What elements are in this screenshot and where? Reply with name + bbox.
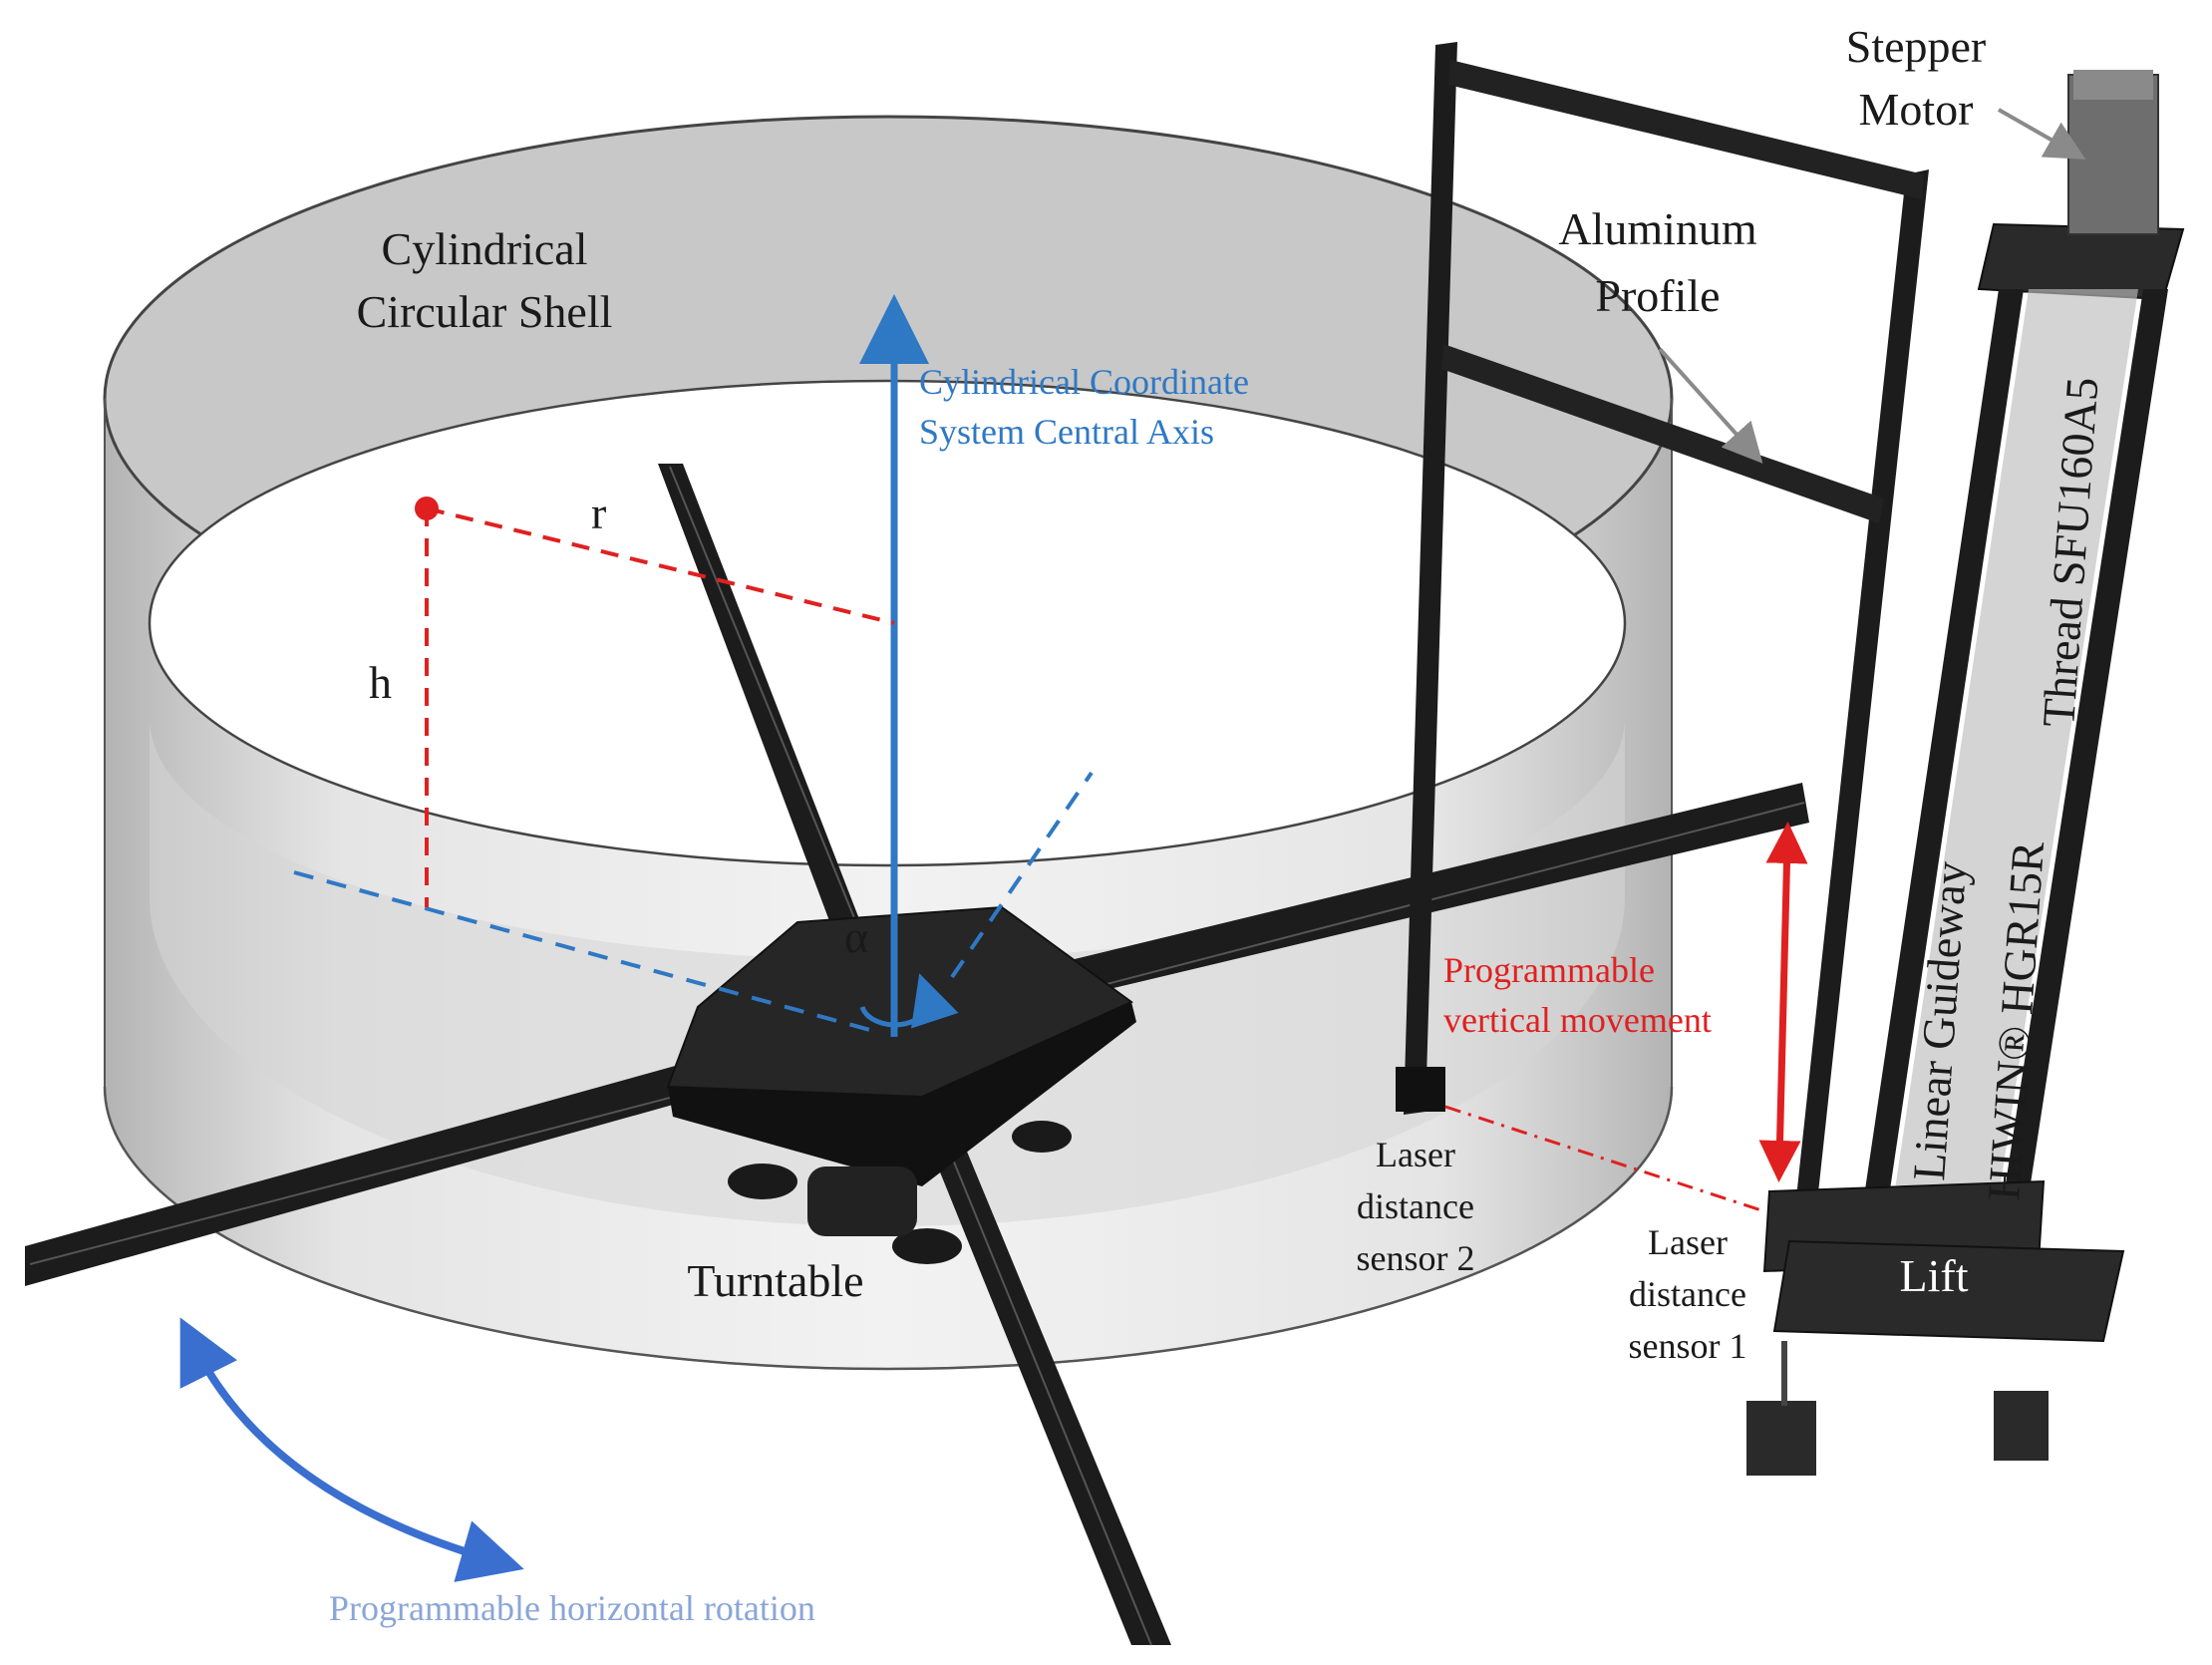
aluminum-profile-frame <box>1396 42 1929 1216</box>
alpha-rotation-marker <box>859 973 959 1029</box>
dashed-blue-right <box>950 771 1094 979</box>
turntable-foot-1 <box>728 1164 797 1199</box>
alpha-label: α <box>844 911 868 962</box>
laser-beam <box>1444 1105 1765 1213</box>
turntable-foot-3 <box>1012 1121 1072 1153</box>
sensor2-label-line3: sensor 2 <box>1357 1238 1475 1278</box>
indicators <box>179 108 2086 1582</box>
r-label: r <box>591 488 606 538</box>
sensor2-label-line1: Laser <box>1376 1135 1455 1174</box>
stepper-label-line2: Motor <box>1859 84 1974 135</box>
turntable-foot-2 <box>892 1228 962 1264</box>
shell-label-line1: Cylindrical <box>382 223 588 274</box>
frame-beam-middle <box>1441 344 1884 523</box>
point-marker <box>415 497 439 520</box>
lift-foot-left <box>1746 1401 1816 1476</box>
axis-label-line2: System Central Axis <box>919 412 1214 452</box>
turntable-plate-side <box>668 1002 1136 1186</box>
tower-top-plate <box>1977 222 2185 301</box>
arm-right <box>877 783 1809 1042</box>
frame-post-right <box>1794 169 1929 1216</box>
arm-front <box>877 1007 1171 1645</box>
h-label: h <box>369 657 392 708</box>
arm-back <box>658 464 897 1022</box>
tower-rail-screen <box>1894 289 2138 1196</box>
horizontal-rotation-label: Programmable horizontal rotation <box>329 1588 815 1628</box>
aluminum-label-line1: Aluminum <box>1558 203 1757 254</box>
shell-label-line2: Circular Shell <box>357 286 613 337</box>
aluminum-label-line2: Profile <box>1595 270 1720 321</box>
sensor1-label-line1: Laser <box>1648 1222 1728 1262</box>
tower-rail-left <box>1864 289 2024 1196</box>
lift-foot-right <box>1994 1391 2049 1461</box>
stepper-label-line1: Stepper <box>1846 21 1987 72</box>
turntable-label: Turntable <box>687 1255 863 1306</box>
stepper-motor-cap <box>2073 70 2153 100</box>
frame-beam-top <box>1448 60 1924 199</box>
lift-tower <box>1746 70 2185 1476</box>
vertical-movement-line1: Programmable <box>1443 950 1655 990</box>
horizontal-rotation-arrow <box>179 1317 524 1582</box>
frame-post-left <box>1404 42 1457 1115</box>
frame-sensor-mount <box>1396 1067 1445 1112</box>
turntable <box>666 905 1136 1264</box>
aluminum-profile-pointer <box>1658 347 1763 464</box>
axis-label-line1: Cylindrical Coordinate <box>919 362 1249 402</box>
turntable-motor <box>807 1166 917 1236</box>
vertical-movement-line2: vertical movement <box>1443 1000 1712 1040</box>
labels: Cylindrical Circular Shell Cylindrical C… <box>329 21 2107 1628</box>
sensor1-label-line3: sensor 1 <box>1629 1326 1747 1366</box>
shell-opening <box>148 379 1627 867</box>
dashed-red-r <box>426 506 895 625</box>
lift-base-plate <box>1772 1239 2125 1343</box>
sensor1-label-line2: distance <box>1629 1274 1746 1314</box>
sensor2-label-line2: distance <box>1357 1186 1474 1226</box>
coordinate-system <box>293 294 1094 1037</box>
tower-rail-right <box>2004 289 2168 1196</box>
stepper-motor-pointer <box>1998 108 2086 160</box>
lift-label: Lift <box>1900 1250 1969 1301</box>
vertical-movement-arrow <box>1758 822 1808 1182</box>
